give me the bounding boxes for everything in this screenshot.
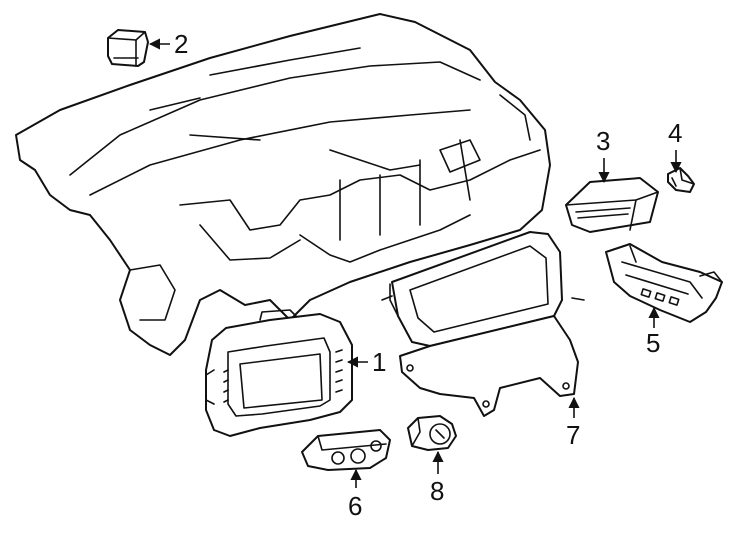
callout-labels: 2 3 4 5 1 6 8 7 <box>174 29 682 521</box>
callout-6: 6 <box>348 491 362 521</box>
part-7-display <box>381 231 585 417</box>
part-6-switch-panel <box>301 429 391 471</box>
callout-3: 3 <box>596 126 610 156</box>
callout-4: 4 <box>668 118 682 148</box>
part-1-instrument-cluster <box>205 309 353 437</box>
callout-7: 7 <box>566 420 580 450</box>
callout-5: 5 <box>646 328 660 358</box>
part-8-knob <box>407 415 457 451</box>
part-2-switch <box>107 29 149 67</box>
instrument-panel <box>15 13 551 356</box>
callout-1: 1 <box>372 347 386 377</box>
part-3-module <box>565 177 659 233</box>
part-4-sensor <box>667 167 695 193</box>
callout-2: 2 <box>174 29 188 59</box>
part-5-control-panel <box>605 243 723 323</box>
leader-arrows <box>148 38 682 488</box>
callout-8: 8 <box>430 476 444 506</box>
